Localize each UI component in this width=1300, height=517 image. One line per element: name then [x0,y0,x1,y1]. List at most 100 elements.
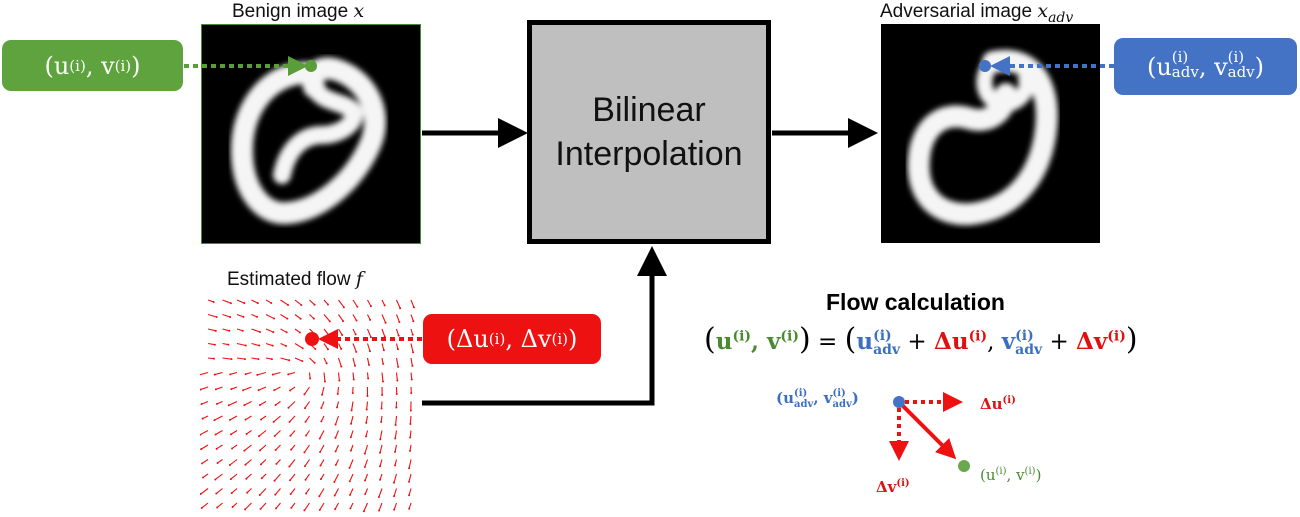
flow-vector-head [243,302,246,305]
flow-vector-head [200,492,202,495]
flow-vector [201,502,209,509]
flow-vector-head [259,507,262,510]
flow-vector-head [245,432,248,435]
flow-vector [364,473,369,481]
flow-vector [378,488,383,498]
flow-vector [364,488,369,495]
flow-vector-head [342,320,345,323]
flow-vector-head [334,450,337,453]
flow-vector [303,386,310,395]
flow-vector [202,415,209,420]
flow-vector [274,473,281,482]
flow-vector [275,502,281,509]
flow-vector [349,473,354,482]
flow-vector-head [260,418,263,421]
flow-vector-head [379,438,382,441]
flow-vector [280,357,290,361]
flow-vector [222,299,232,304]
adversarial-caption: Adversarial image xadv [880,0,1074,26]
flow-vector-head [216,461,219,464]
flow-vector-head [258,331,261,334]
flow-vector [258,386,267,391]
flow-vector-head [301,347,304,350]
flow-vector-head [326,303,329,306]
flow-calc-title: Flow calculation [826,289,1005,315]
flow-vector-head [350,409,353,412]
flow-vector [289,415,296,423]
flow-vector-head [363,479,366,482]
flow-vector-head [323,380,326,383]
flow-vector [394,444,398,452]
flow-vector [257,371,267,376]
flow-vector-head [369,318,372,321]
flow-vector [409,430,412,438]
flow-vector-head [318,508,321,511]
flow-vector-head [397,365,400,368]
flow-vector [408,473,412,482]
interpolation-line2: Interpolation [555,135,743,173]
flow-vector-head [259,463,262,466]
flow-vector-head [212,357,215,360]
flow-vector [274,488,281,495]
flow-vector-head [355,319,358,322]
flow-vector [215,430,223,436]
flow-vector-head [334,423,337,426]
flow-vector [393,473,398,483]
flow-vector-head [304,478,307,481]
flow-vector [222,313,231,318]
flow-vector-head [408,480,411,483]
flow-vector-head [394,423,397,426]
flow-vector [366,328,372,338]
flow-vector-head [352,378,355,381]
flow-vector-head [368,350,371,353]
flow-vector [215,473,223,480]
flow-vector [245,371,252,375]
flow-vector [394,430,398,439]
flow-vector [408,488,412,496]
flow-vector-head [340,347,343,350]
flow-vector [200,430,209,436]
flow-vector-head [288,359,291,362]
flow-vector [200,371,209,376]
flow-vector [321,386,325,395]
flow-vector-head [334,508,337,511]
flow-vector-head [412,351,415,354]
flow-vector-head [215,402,218,405]
flow-vector [294,357,303,362]
flow-vector [290,488,296,495]
flow-vector [352,343,357,353]
flow-vector [251,328,261,333]
flow-vector [350,415,354,424]
flow-vector [318,488,325,497]
flow-vector-head [334,436,337,439]
mini-origin-point [893,396,905,408]
flow-vector-head [287,373,290,376]
flow-vector-head [244,373,247,376]
flow-vector-head [318,437,321,440]
flow-vector [381,357,384,364]
flow-vector-head [395,392,398,395]
flow-vector [280,299,289,306]
flow-vector [222,357,232,360]
flow-vector [395,357,399,367]
flow-vector [304,401,310,409]
flow-vector [395,314,400,323]
flow-vector [222,328,230,332]
flow-vector [350,430,354,438]
flow-vector-head [336,392,339,395]
flow-vector [334,502,339,510]
flow-vector-head [383,304,386,307]
flow-vector [214,371,223,376]
green-point [305,60,317,72]
flow-vector [265,328,274,333]
flow-vector-head [413,306,416,309]
flow-vector [367,299,372,307]
flow-vector [323,372,326,382]
flow-vector-head [350,422,353,425]
flow-vector-head [377,495,380,498]
flow-vector [410,299,415,308]
flow-vector-head [285,331,288,334]
flow-vector-head [336,406,339,409]
flow-vector-head [229,478,232,481]
flow-vector [280,328,287,333]
